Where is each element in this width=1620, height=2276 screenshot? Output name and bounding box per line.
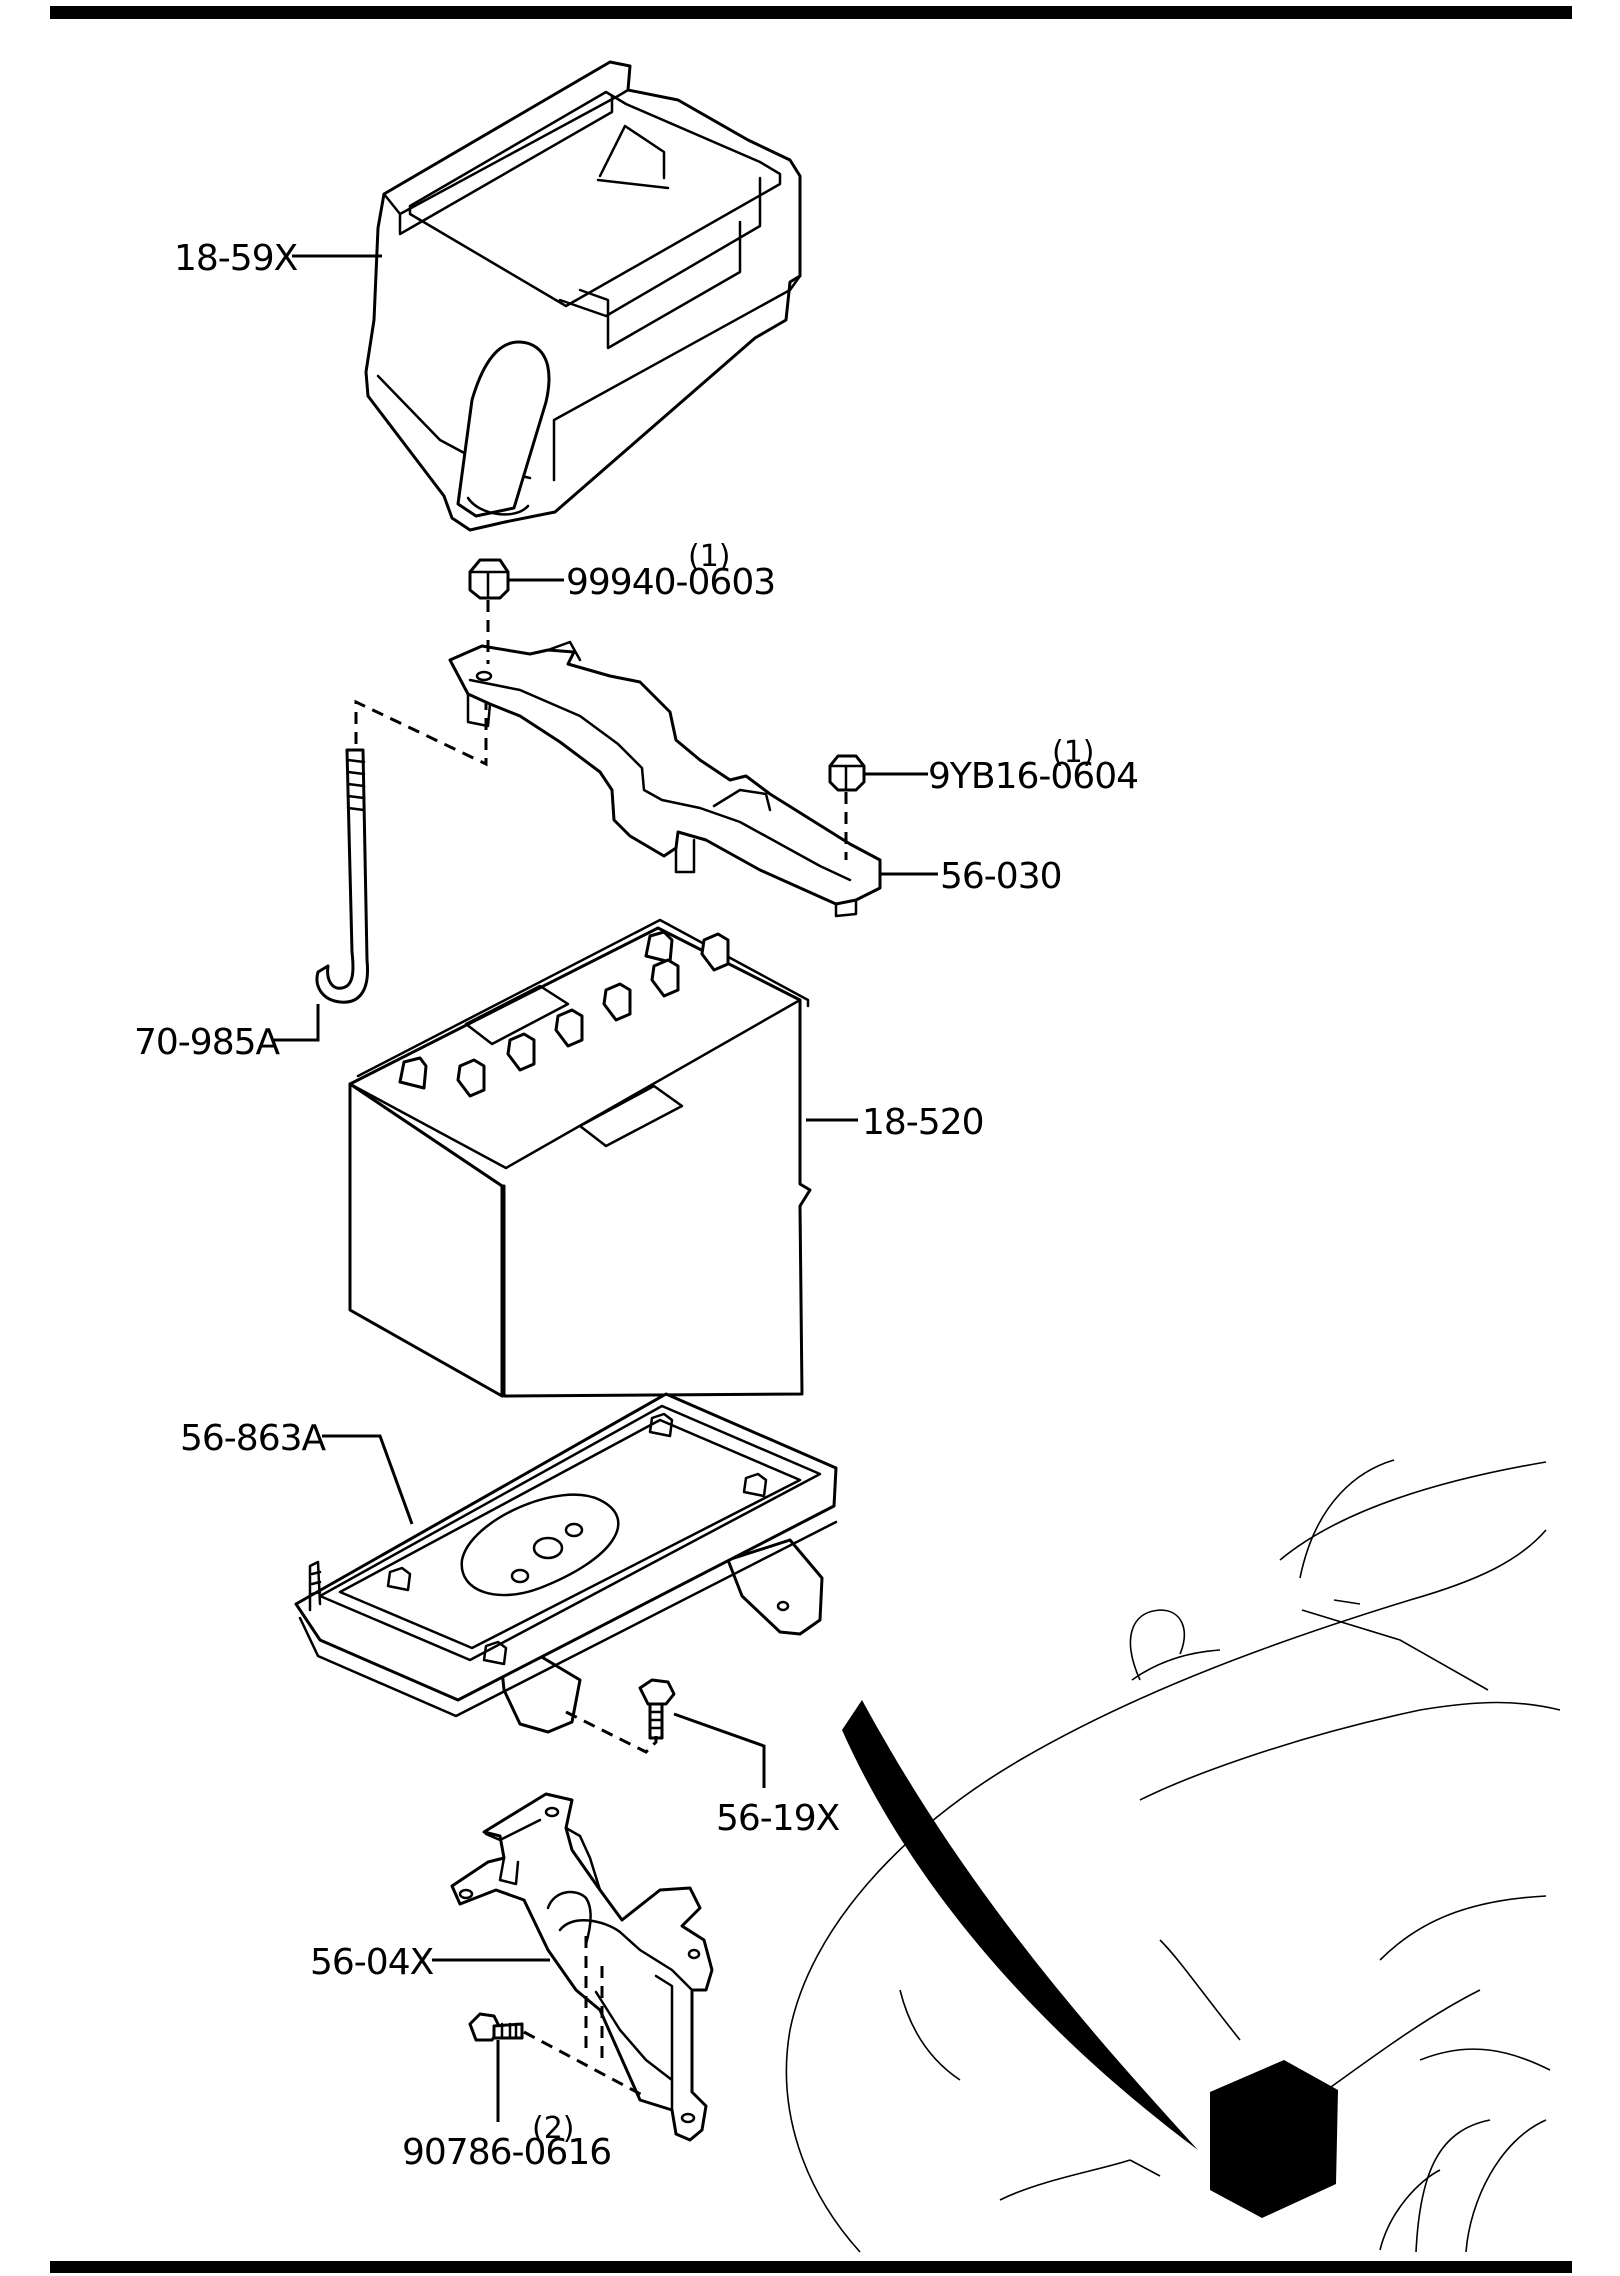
battery-clamp-bar	[448, 640, 882, 918]
vehicle-locator-sketch	[785, 1459, 1561, 2253]
alignment-dash-bracket-bolt	[523, 1936, 645, 2098]
leader-tray	[322, 1434, 414, 1525]
alignment-dash-tray-bolt	[565, 1710, 658, 1754]
leader-j-bolt	[274, 1004, 320, 1042]
j-bolt	[315, 748, 370, 1004]
top-border	[50, 6, 1572, 19]
label-bracket-bolt-qty: (2)	[532, 2111, 575, 2146]
tray-bolt	[638, 1678, 676, 1740]
label-tray-bolt-code: 56-19X	[716, 1798, 840, 1839]
label-nut-right-qty: (1)	[1052, 735, 1095, 770]
label-cover-code: 18-59X	[174, 238, 298, 279]
battery-cover	[364, 60, 802, 532]
nut-right	[828, 754, 866, 792]
label-battery-code: 18-520	[862, 1102, 984, 1143]
label-bracket-code: 56-04X	[310, 1942, 434, 1983]
label-nut-top-qty: (1)	[688, 539, 731, 574]
label-nut-right-code: 9YB16-0604	[928, 756, 1138, 797]
label-j-bolt-code: 70-985A	[134, 1022, 281, 1063]
label-nut-top-code: 99940-0603	[566, 562, 775, 603]
alignment-dash-j-bolt	[354, 699, 488, 767]
battery-terminal-posts	[398, 930, 730, 1098]
leader-tray-bolt	[673, 1712, 766, 1788]
battery-location-block	[1210, 2060, 1338, 2218]
bracket-bolt	[468, 2012, 524, 2042]
label-clamp-code: 56-030	[940, 856, 1062, 897]
battery-tray	[294, 1392, 838, 1734]
label-tray-code: 56-863A	[180, 1418, 327, 1459]
battery	[348, 918, 812, 1398]
mounting-bracket	[450, 1792, 714, 2142]
bottom-border	[50, 2261, 1572, 2273]
label-bracket-bolt-code: 90786-0616	[402, 2132, 611, 2173]
nut-top	[468, 558, 510, 600]
hood-swoosh-mark	[842, 1700, 1198, 2150]
